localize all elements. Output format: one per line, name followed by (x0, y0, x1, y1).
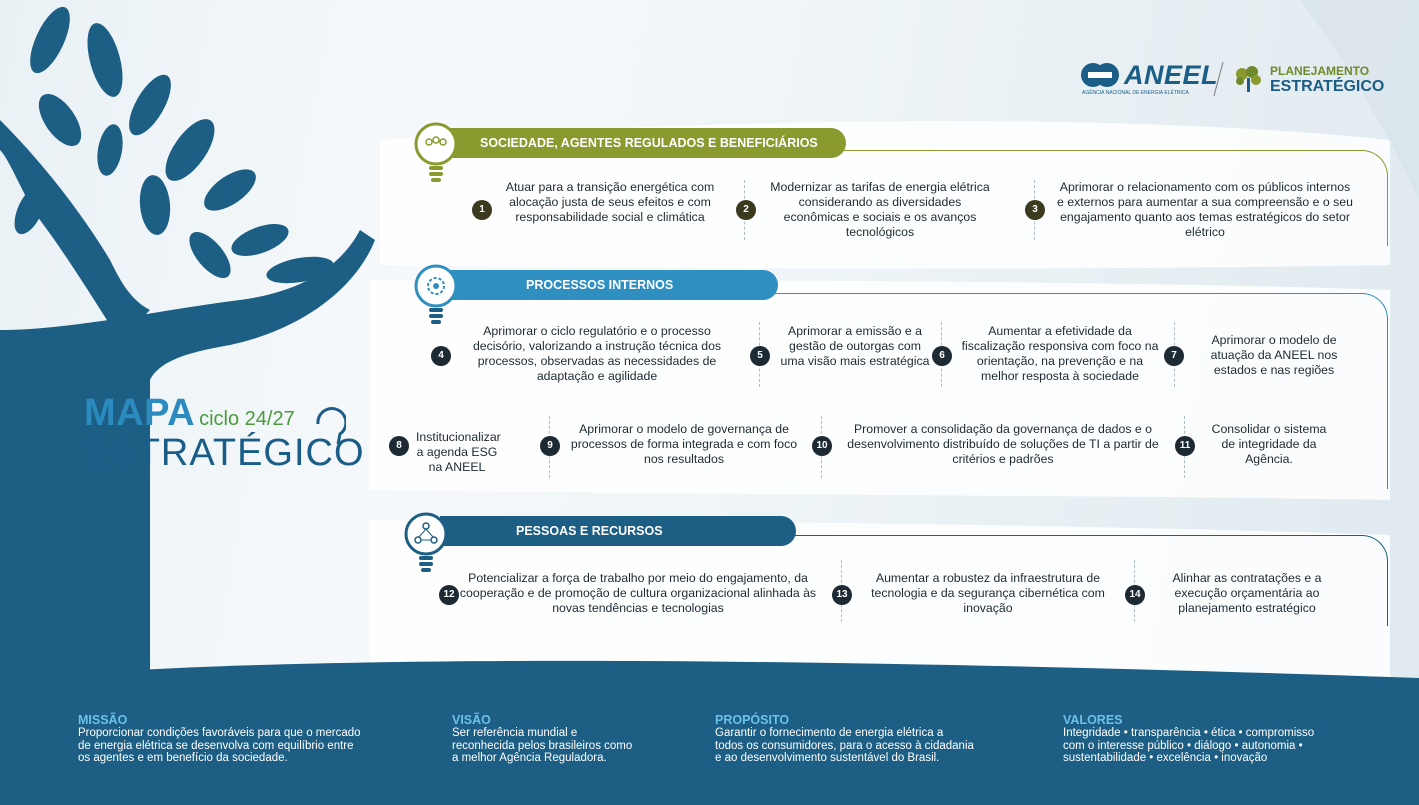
perspective-1-frame (452, 150, 1388, 246)
objective-number: 13 (832, 585, 852, 605)
objective-text: Aprimorar o modelo de governança de proc… (570, 422, 798, 466)
vision-line: a melhor Agência Reguladora. (452, 752, 607, 764)
purpose-text: Garantir o fornecimento de energia elétr… (715, 727, 974, 765)
objective-number: 10 (812, 436, 832, 456)
objective-number: 14 (1125, 585, 1145, 605)
mission-line: os agentes e em benefício da sociedade. (78, 752, 288, 764)
title-bulb-icon (316, 407, 346, 445)
objective-text: Aprimorar a emissão e a gestão de outorg… (780, 324, 930, 368)
objective-number: 12 (439, 585, 459, 605)
title-line-2: ESTRATÉGICO (84, 432, 365, 474)
objective-number: 11 (1175, 436, 1195, 456)
org-name: ANEEL (1124, 60, 1219, 90)
objective-text: Institucionalizar a agenda ESG na ANEEL (416, 430, 501, 474)
mission-line: Proporcionar condições favoráveis para q… (78, 727, 361, 739)
plan-line-2: ESTRATÉGICO (1270, 78, 1385, 95)
values-line: com o interesse público • diálogo • auto… (1063, 739, 1303, 752)
objective-text: Consolidar o sistema de integridade da A… (1211, 422, 1327, 466)
objective-number: 6 (932, 346, 952, 366)
people-group-icon (414, 122, 458, 182)
perspective-1-label: SOCIEDADE, AGENTES REGULADOS E BENEFICIÁ… (440, 128, 846, 158)
objective-number: 5 (750, 346, 770, 366)
values-text: Integridade • transparência • ética • co… (1063, 727, 1314, 765)
perspective-2-label: PROCESSOS INTERNOS (440, 270, 778, 300)
gear-icon (414, 264, 458, 324)
perspective-3-frame (452, 535, 1388, 626)
objective-text: Aprimorar o relacionamento com os públic… (1057, 180, 1353, 239)
objective-text: Potencializar a força de trabalho por me… (459, 571, 817, 615)
purpose-line: e ao desenvolvimento sustentável do Bras… (715, 752, 940, 764)
perspective-2-frame (452, 293, 1388, 489)
objective-text: Atuar para a transição energética com al… (505, 180, 715, 224)
footer-wave (0, 660, 1419, 700)
values-line: Integridade • transparência • ética • co… (1063, 727, 1315, 739)
vision-title: VISÃO (452, 713, 491, 727)
objective-number: 4 (431, 346, 451, 366)
perspective-3-label: PESSOAS E RECURSOS (440, 516, 796, 546)
title-line-1: MAPA (84, 392, 196, 434)
team-network-icon (404, 512, 448, 572)
footer (0, 680, 1419, 805)
objective-number: 2 (736, 200, 756, 220)
objective-text: Modernizar as tarifas de energia elétric… (770, 180, 990, 239)
values-line: sustentabilidade • excelência • inovação (1063, 752, 1268, 764)
objective-text: Aprimorar o ciclo regulatório e o proces… (472, 324, 722, 383)
values-title: VALORES (1063, 713, 1123, 727)
purpose-line: Garantir o fornecimento de energia elétr… (715, 727, 944, 739)
objective-number: 9 (540, 436, 560, 456)
purpose-line: todos os consumidores, para o acesso à c… (715, 739, 974, 752)
objective-text: Aumentar a robustez da infraestrutura de… (871, 571, 1105, 615)
objective-text: Promover a consolidação da governança de… (847, 422, 1159, 466)
objective-number: 7 (1164, 346, 1184, 366)
objective-number: 8 (389, 436, 409, 456)
vision-text: Ser referência mundial e reconhecida pel… (452, 727, 632, 765)
mission-line: de energia elétrica se desenvolva com eq… (78, 739, 354, 752)
aneel-logo-icon (1081, 63, 1119, 87)
vision-line: reconhecida pelos brasileiros como (452, 739, 633, 752)
mission-title: MISSÃO (78, 713, 128, 727)
plan-tree-icon (1236, 66, 1261, 92)
objective-text: Alinhar as contratações e a execução orç… (1172, 571, 1322, 615)
plan-line-1: PLANEJAMENTO (1270, 64, 1370, 78)
mission-text: Proporcionar condições favoráveis para q… (78, 727, 361, 765)
header-logos: ANEEL AGÊNCIA NACIONAL DE ENERGIA ELÉTRI… (1080, 60, 1384, 100)
objective-number: 1 (472, 200, 492, 220)
objective-text: Aprimorar o modelo de atuação da ANEEL n… (1210, 333, 1338, 377)
purpose-title: PROPÓSITO (715, 713, 790, 727)
org-subtitle: AGÊNCIA NACIONAL DE ENERGIA ELÉTRICA (1082, 90, 1189, 96)
vision-line: Ser referência mundial e (452, 727, 578, 739)
objective-text: Aumentar a efetividade da fiscalização r… (961, 324, 1159, 383)
objective-number: 3 (1025, 200, 1045, 220)
title-cycle: ciclo 24/27 (199, 408, 295, 430)
